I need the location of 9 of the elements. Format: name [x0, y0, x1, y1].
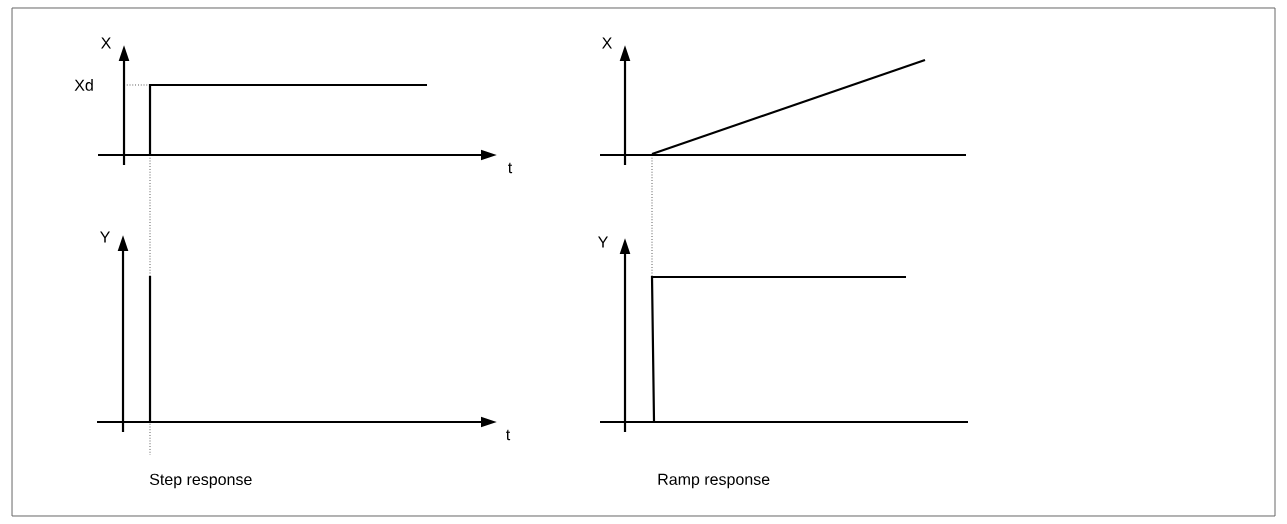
axis-label: Y: [100, 231, 110, 243]
axis-label: Xd: [74, 79, 93, 91]
axis-label: t: [506, 429, 511, 441]
axis-label: Y: [598, 236, 608, 248]
axis-label: t: [508, 162, 513, 174]
axis-label: X: [101, 37, 111, 49]
axis-label: X: [602, 37, 612, 49]
caption-text: Step response: [149, 473, 252, 489]
caption-text: Ramp response: [658, 473, 770, 489]
